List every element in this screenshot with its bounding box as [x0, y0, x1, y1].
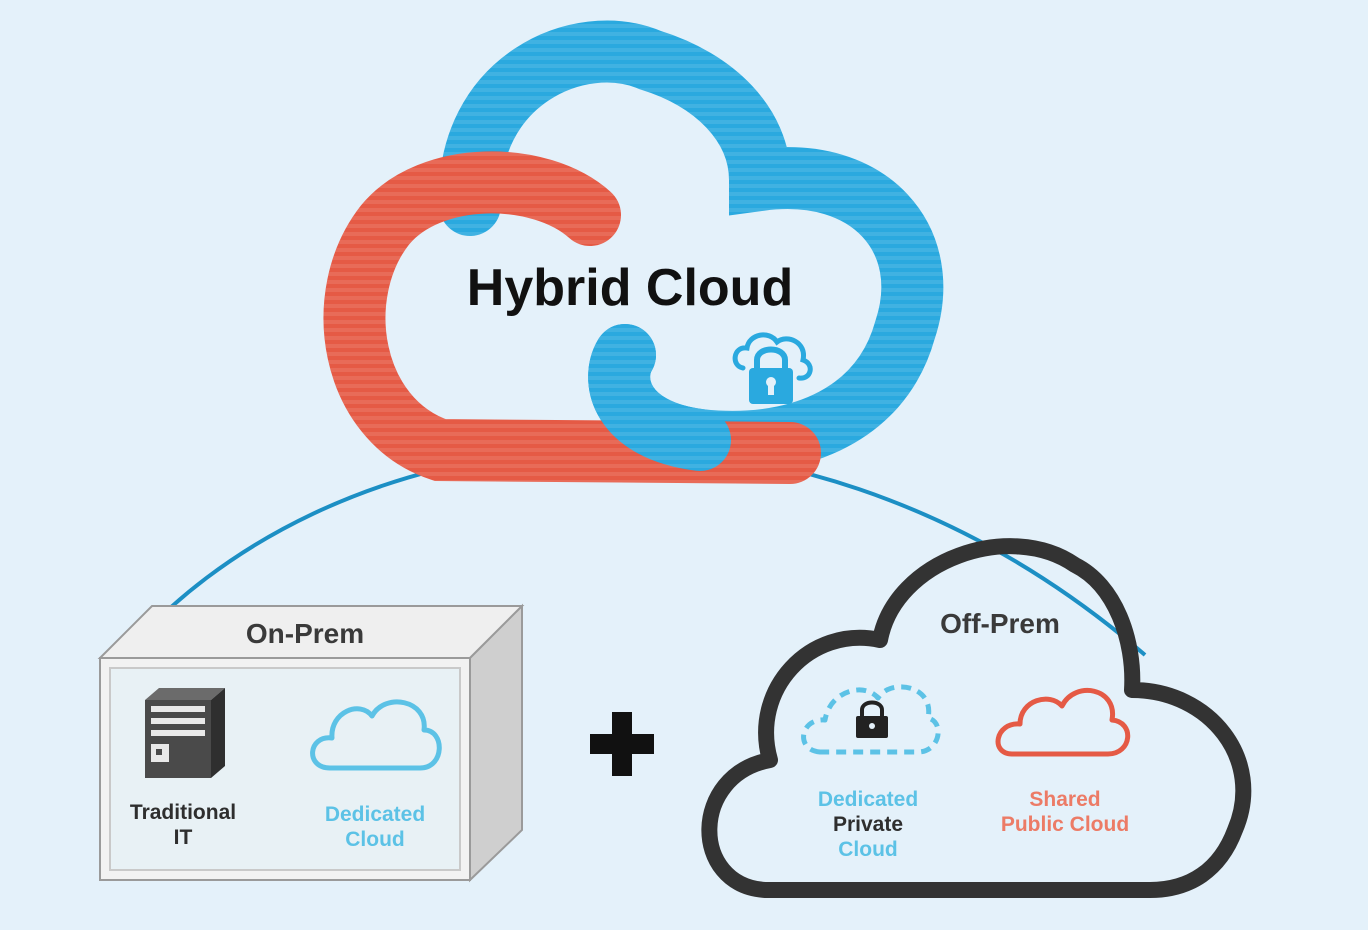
spc-line-2: Public Cloud — [975, 812, 1155, 837]
dpc-line-2: Private — [790, 812, 946, 837]
public-cloud-icon — [998, 690, 1128, 754]
traditional-it-line-2: IT — [110, 825, 256, 850]
lock-cloud-icon — [735, 335, 810, 404]
shared-public-cloud-label: Shared Public Cloud — [975, 787, 1155, 837]
dedicated-cloud-label: Dedicated Cloud — [300, 802, 450, 852]
off-prem-label: Off-Prem — [900, 608, 1100, 640]
plus-icon — [590, 712, 654, 776]
dedicated-cloud-line-2: Cloud — [300, 827, 450, 852]
traditional-it-label: Traditional IT — [110, 800, 256, 850]
traditional-it-line-1: Traditional — [110, 800, 256, 825]
dpc-line-3: Cloud — [790, 837, 946, 862]
spc-line-1: Shared — [975, 787, 1155, 812]
on-prem-label: On-Prem — [200, 618, 410, 650]
dashed-lock-cloud-icon — [804, 687, 939, 752]
dedicated-private-cloud-label: Dedicated Private Cloud — [790, 787, 946, 862]
diagram-title: Hybrid Cloud — [420, 258, 840, 318]
hybrid-cloud-logo — [354, 52, 912, 453]
dedicated-cloud-line-1: Dedicated — [300, 802, 450, 827]
server-icon — [145, 688, 225, 778]
dpc-line-1: Dedicated — [790, 787, 946, 812]
